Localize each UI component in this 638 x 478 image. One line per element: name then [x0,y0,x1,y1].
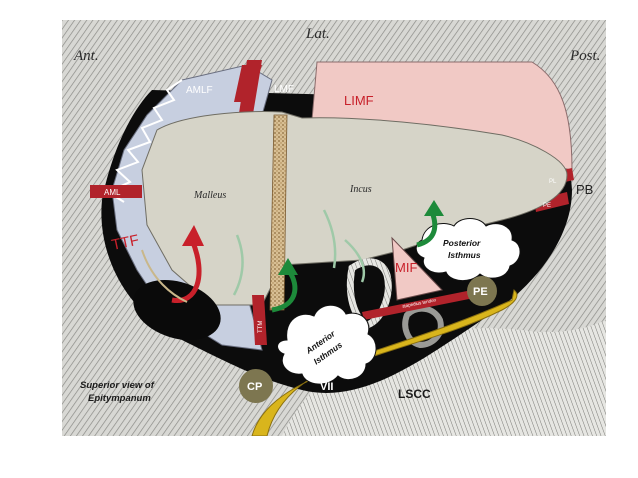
aml-band [90,185,142,198]
pe-small-label: PE [543,203,551,209]
lscc-bone [282,320,606,436]
pe-label: PE [473,286,488,298]
limf-label: LIMF [344,93,374,108]
incudomallear-joint [269,114,288,311]
pb-label: PB [576,182,593,197]
faint-green-arrow-2 [322,209,337,269]
posterior-isthmus-label-line2: Isthmus [448,250,481,260]
epitympanum-diagram: LIMF MIF Posterior Isthmus Anterior Isth… [62,20,606,436]
posterior-label: Post. [569,48,600,64]
membrane-serrations [105,79,183,203]
anterior-epitympanic-recess [133,279,221,341]
caption-line2: Epitympanum [88,393,151,404]
lscc-label: LSCC [398,387,431,401]
stapedius-tendon [362,288,484,320]
ttm-label: TTM [258,321,264,333]
tendon-strip-label: stapedius tendon [402,297,437,309]
caption-line1: Superior view of [80,380,155,391]
stapes-arch [402,305,444,349]
pe-circle [467,276,497,306]
incus-label: Incus [349,184,372,195]
pe-band-small [534,192,569,212]
faint-green-arrow-3 [344,239,366,283]
faint-tan-arc [141,249,188,303]
amlf-label: AMLF [186,85,213,96]
red-arrow [171,239,202,303]
aml-label: AML [104,188,121,197]
malleus-label: Malleus [193,190,226,201]
mif-label: MIF [395,260,417,275]
lateral-label: Lat. [305,26,330,42]
anterior-isthmus-cloud [277,304,377,385]
ttm-band [252,295,267,345]
posterior-isthmus-cloud [415,218,521,281]
posterior-isthmus-label-line1: Posterior [443,238,481,248]
anterior-label: Ant. [73,48,99,64]
mif-fold [391,236,443,301]
lmf-label: LMF [274,84,294,95]
green-arrow-1-head [278,258,298,275]
lmf-band [234,65,262,102]
pl-label: PL [549,179,557,185]
cp-circle [239,369,273,403]
vii-label: VII [320,381,333,393]
ossicle-body [141,111,568,306]
ttf-label: TTF [110,232,140,254]
faint-green-arrow-1 [232,234,244,296]
green-arrow-2-head [424,200,444,216]
red-arrow-head [182,225,204,246]
cp-label: CP [247,381,262,393]
